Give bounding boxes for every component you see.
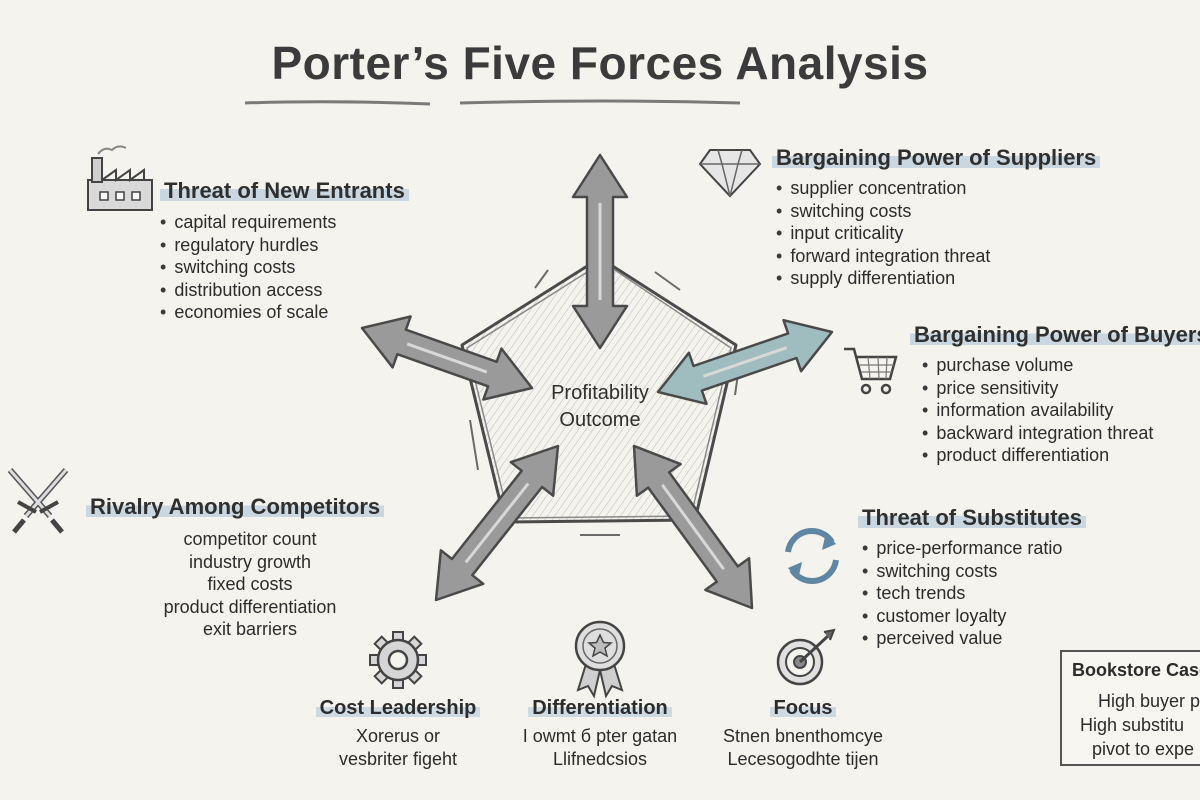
- list-item: supply differentiation: [776, 267, 990, 290]
- heading-rivalry-text: Rivalry Among Competitors: [86, 494, 385, 519]
- heading-buyers: Bargaining Power of Buyers: [910, 322, 1200, 348]
- diamond-icon: [698, 149, 762, 198]
- heading-buyers-text: Bargaining Power of Buyers: [910, 322, 1200, 347]
- strategy-desc-line: I owmt б pter gatan: [522, 726, 678, 746]
- list-item: purchase volume: [922, 354, 1153, 377]
- center-label-line1: Profitability: [551, 382, 649, 404]
- case-line: pivot to expe: [1092, 739, 1195, 759]
- page-title: Porter’s Five Forces Analysis: [271, 37, 929, 89]
- flow-tick-5: [469, 419, 479, 471]
- pentagon-sketch-line: [466, 261, 732, 519]
- list-item: capital requirements: [160, 211, 336, 234]
- case-title: Bookstore Case: [1072, 660, 1200, 680]
- list-item: price-performance ratio: [862, 537, 1062, 560]
- list-item: backward integration threat: [922, 422, 1153, 445]
- heading-new-entrants: Threat of New Entrants: [160, 178, 409, 204]
- target-icon: [776, 628, 836, 686]
- list-item: exit barriers: [202, 619, 298, 639]
- case-line: High buyer p: [1098, 691, 1200, 711]
- list-item: product differentiation: [922, 444, 1153, 467]
- list-buyers: purchase volume price sensitivity inform…: [922, 354, 1153, 467]
- strategy-differentiation-label: Differentiation: [528, 697, 672, 719]
- flow-tick-2: [654, 271, 681, 291]
- strategy-desc-line: Stnen bnenthomcye: [722, 726, 884, 746]
- factory-icon: [87, 145, 153, 211]
- strategy-focus-desc: Stnen bnenthomcye Lecesogodhte tijen: [700, 725, 906, 771]
- heading-new-entrants-text: Threat of New Entrants: [160, 178, 409, 203]
- heading-suppliers: Bargaining Power of Suppliers: [772, 145, 1101, 171]
- list-item: switching costs: [862, 560, 1062, 583]
- strategy-focus-label: Focus: [769, 697, 837, 719]
- arrow-buyers-center-highlight: [702, 346, 788, 378]
- list-item: input criticality: [776, 222, 990, 245]
- list-item: customer loyalty: [862, 605, 1062, 628]
- strategy-desc-line: vesbriter figeht: [338, 749, 458, 769]
- bookstore-case-box: Bookstore Case High buyer p High substit…: [1060, 650, 1200, 766]
- arrow-substitutes-center-highlight: [661, 483, 725, 571]
- title-underline-right: [459, 99, 741, 105]
- list-item: industry growth: [188, 551, 312, 572]
- center-label: Profitability Outcome: [515, 380, 685, 434]
- center-label-line2: Outcome: [559, 409, 641, 431]
- crossed-swords-icon: [7, 468, 69, 534]
- strategy-desc-line: Xorerus or: [355, 726, 441, 746]
- strategy-differentiation: Differentiation: [500, 697, 700, 720]
- gear-icon: [369, 631, 427, 689]
- arrow-new-entrants-center-highlight: [406, 342, 488, 374]
- heading-substitutes: Threat of Substitutes: [858, 505, 1087, 531]
- heading-substitutes-text: Threat of Substitutes: [858, 505, 1087, 530]
- heading-rivalry: Rivalry Among Competitors: [86, 494, 385, 520]
- force-arrows: [360, 153, 834, 610]
- list-item: perceived value: [862, 627, 1062, 650]
- award-ribbon-icon: [574, 620, 626, 699]
- arrow-rivalry-center-highlight: [464, 482, 530, 564]
- list-item: fixed costs: [207, 574, 293, 594]
- list-item: information availability: [922, 399, 1153, 422]
- case-line: High substitu: [1080, 715, 1185, 735]
- list-new-entrants: capital requirements regulatory hurdles …: [160, 211, 336, 324]
- list-item: distribution access: [160, 279, 336, 302]
- strategy-cost-leadership-label: Cost Leadership: [315, 697, 481, 719]
- strategy-cost-leadership: Cost Leadership: [300, 697, 496, 720]
- list-item: switching costs: [776, 200, 990, 223]
- strategy-cost-leadership-desc: Xorerus or vesbriter figeht: [300, 725, 496, 771]
- strategy-differentiation-desc: I owmt б pter gatan Llifnedcsios: [500, 725, 700, 771]
- refresh-cycle-icon: [785, 527, 839, 585]
- flow-tick-1: [534, 269, 549, 289]
- strategy-desc-line: Llifnedcsios: [552, 749, 648, 769]
- list-rivalry: competitor count industry growth fixed c…: [130, 528, 370, 641]
- list-item: competitor count: [183, 529, 317, 549]
- shopping-cart-icon: [844, 347, 898, 395]
- list-item: product differentiation: [163, 596, 337, 617]
- list-item: economies of scale: [160, 301, 336, 324]
- list-item: regulatory hurdles: [160, 234, 336, 257]
- list-substitutes: price-performance ratio switching costs …: [862, 537, 1062, 650]
- list-item: switching costs: [160, 256, 336, 279]
- list-item: forward integration threat: [776, 245, 990, 268]
- list-item: supplier concentration: [776, 177, 990, 200]
- heading-suppliers-text: Bargaining Power of Suppliers: [772, 145, 1101, 170]
- list-item: tech trends: [862, 582, 1062, 605]
- list-suppliers: supplier concentration switching costs i…: [776, 177, 990, 290]
- strategy-focus: Focus: [700, 697, 906, 720]
- list-item: price sensitivity: [922, 377, 1153, 400]
- strategy-desc-line: Lecesogodhte tijen: [727, 749, 879, 769]
- title-underline-left: [244, 100, 431, 106]
